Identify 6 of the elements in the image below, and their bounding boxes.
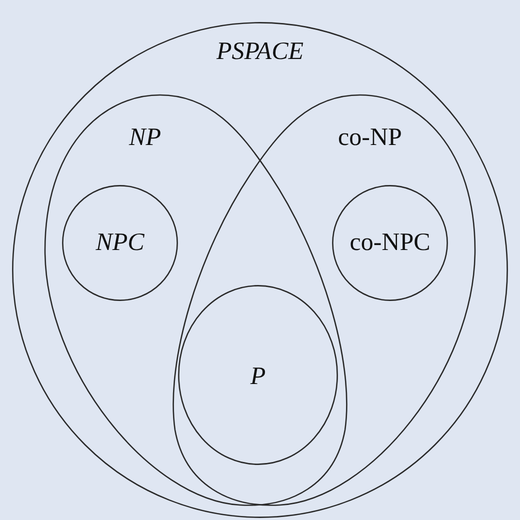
set-label: NP — [129, 124, 161, 152]
set-label: P — [250, 363, 266, 391]
set-label: PSPACE — [216, 38, 304, 66]
set-label: co-NP — [338, 124, 402, 152]
set-label: co-NPC — [350, 229, 430, 257]
set-label: NPC — [96, 229, 144, 257]
